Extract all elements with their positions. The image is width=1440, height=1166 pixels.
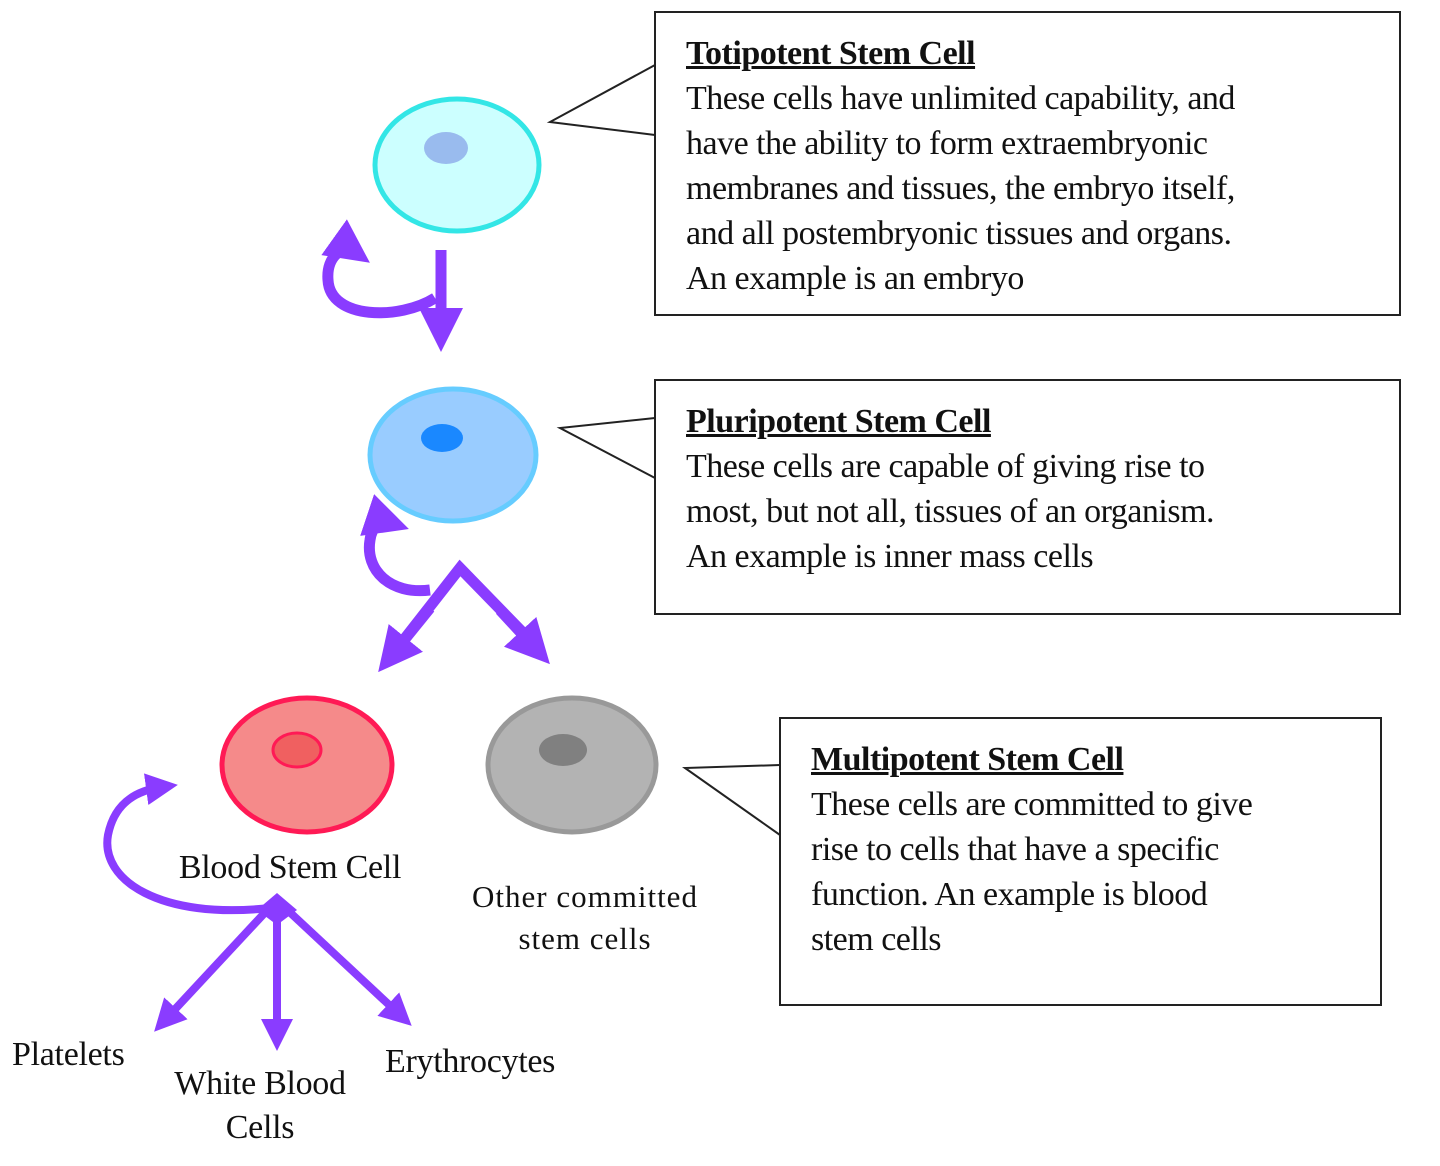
arrow-to-erythrocytes [279,902,412,1026]
multipotent-title: Multipotent Stem Cell [811,741,1124,778]
multipotent-callout-pointer [681,764,781,836]
blood-stem-cell-label: Blood Stem Cell [178,849,402,886]
totipotent-description: These cells have unlimited capability, a… [686,80,1235,297]
multipotent-description: These cells are committed to give rise t… [811,786,1253,958]
totipotent-cell [372,96,542,234]
white-blood-cells-label: White Blood Cells [174,1065,346,1146]
self-renewal-arrow-1 [321,219,438,319]
pluripotent-callout: Pluripotent Stem Cell These cells are ca… [654,379,1401,615]
blood-stem-cell [219,695,395,835]
multipotent-callout: Multipotent Stem Cell These cells are co… [779,717,1382,1006]
pluripotent-callout-pointer [556,417,656,479]
differentiation-arrow-blood [378,604,435,673]
totipotent-callout: Totipotent Stem Cell These cells have un… [654,11,1401,316]
other-committed-cell [485,695,659,835]
pluripotent-cell [367,386,539,524]
pluripotent-title: Pluripotent Stem Cell [686,403,991,440]
pluripotent-description: These cells are capable of giving rise t… [686,448,1215,575]
self-renewal-arrow-blood [103,773,271,915]
erythrocytes-label: Erythrocytes [385,1043,556,1080]
totipotent-title: Totipotent Stem Cell [686,35,976,72]
totipotent-callout-pointer [546,64,656,136]
differentiation-arrow-other [495,606,550,665]
self-renewal-arrow-2 [360,494,431,597]
arrow-to-platelets [154,902,275,1032]
branch-node [257,893,297,925]
platelets-label: Platelets [12,1036,125,1073]
other-committed-label: Other committed stem cells [472,879,698,956]
